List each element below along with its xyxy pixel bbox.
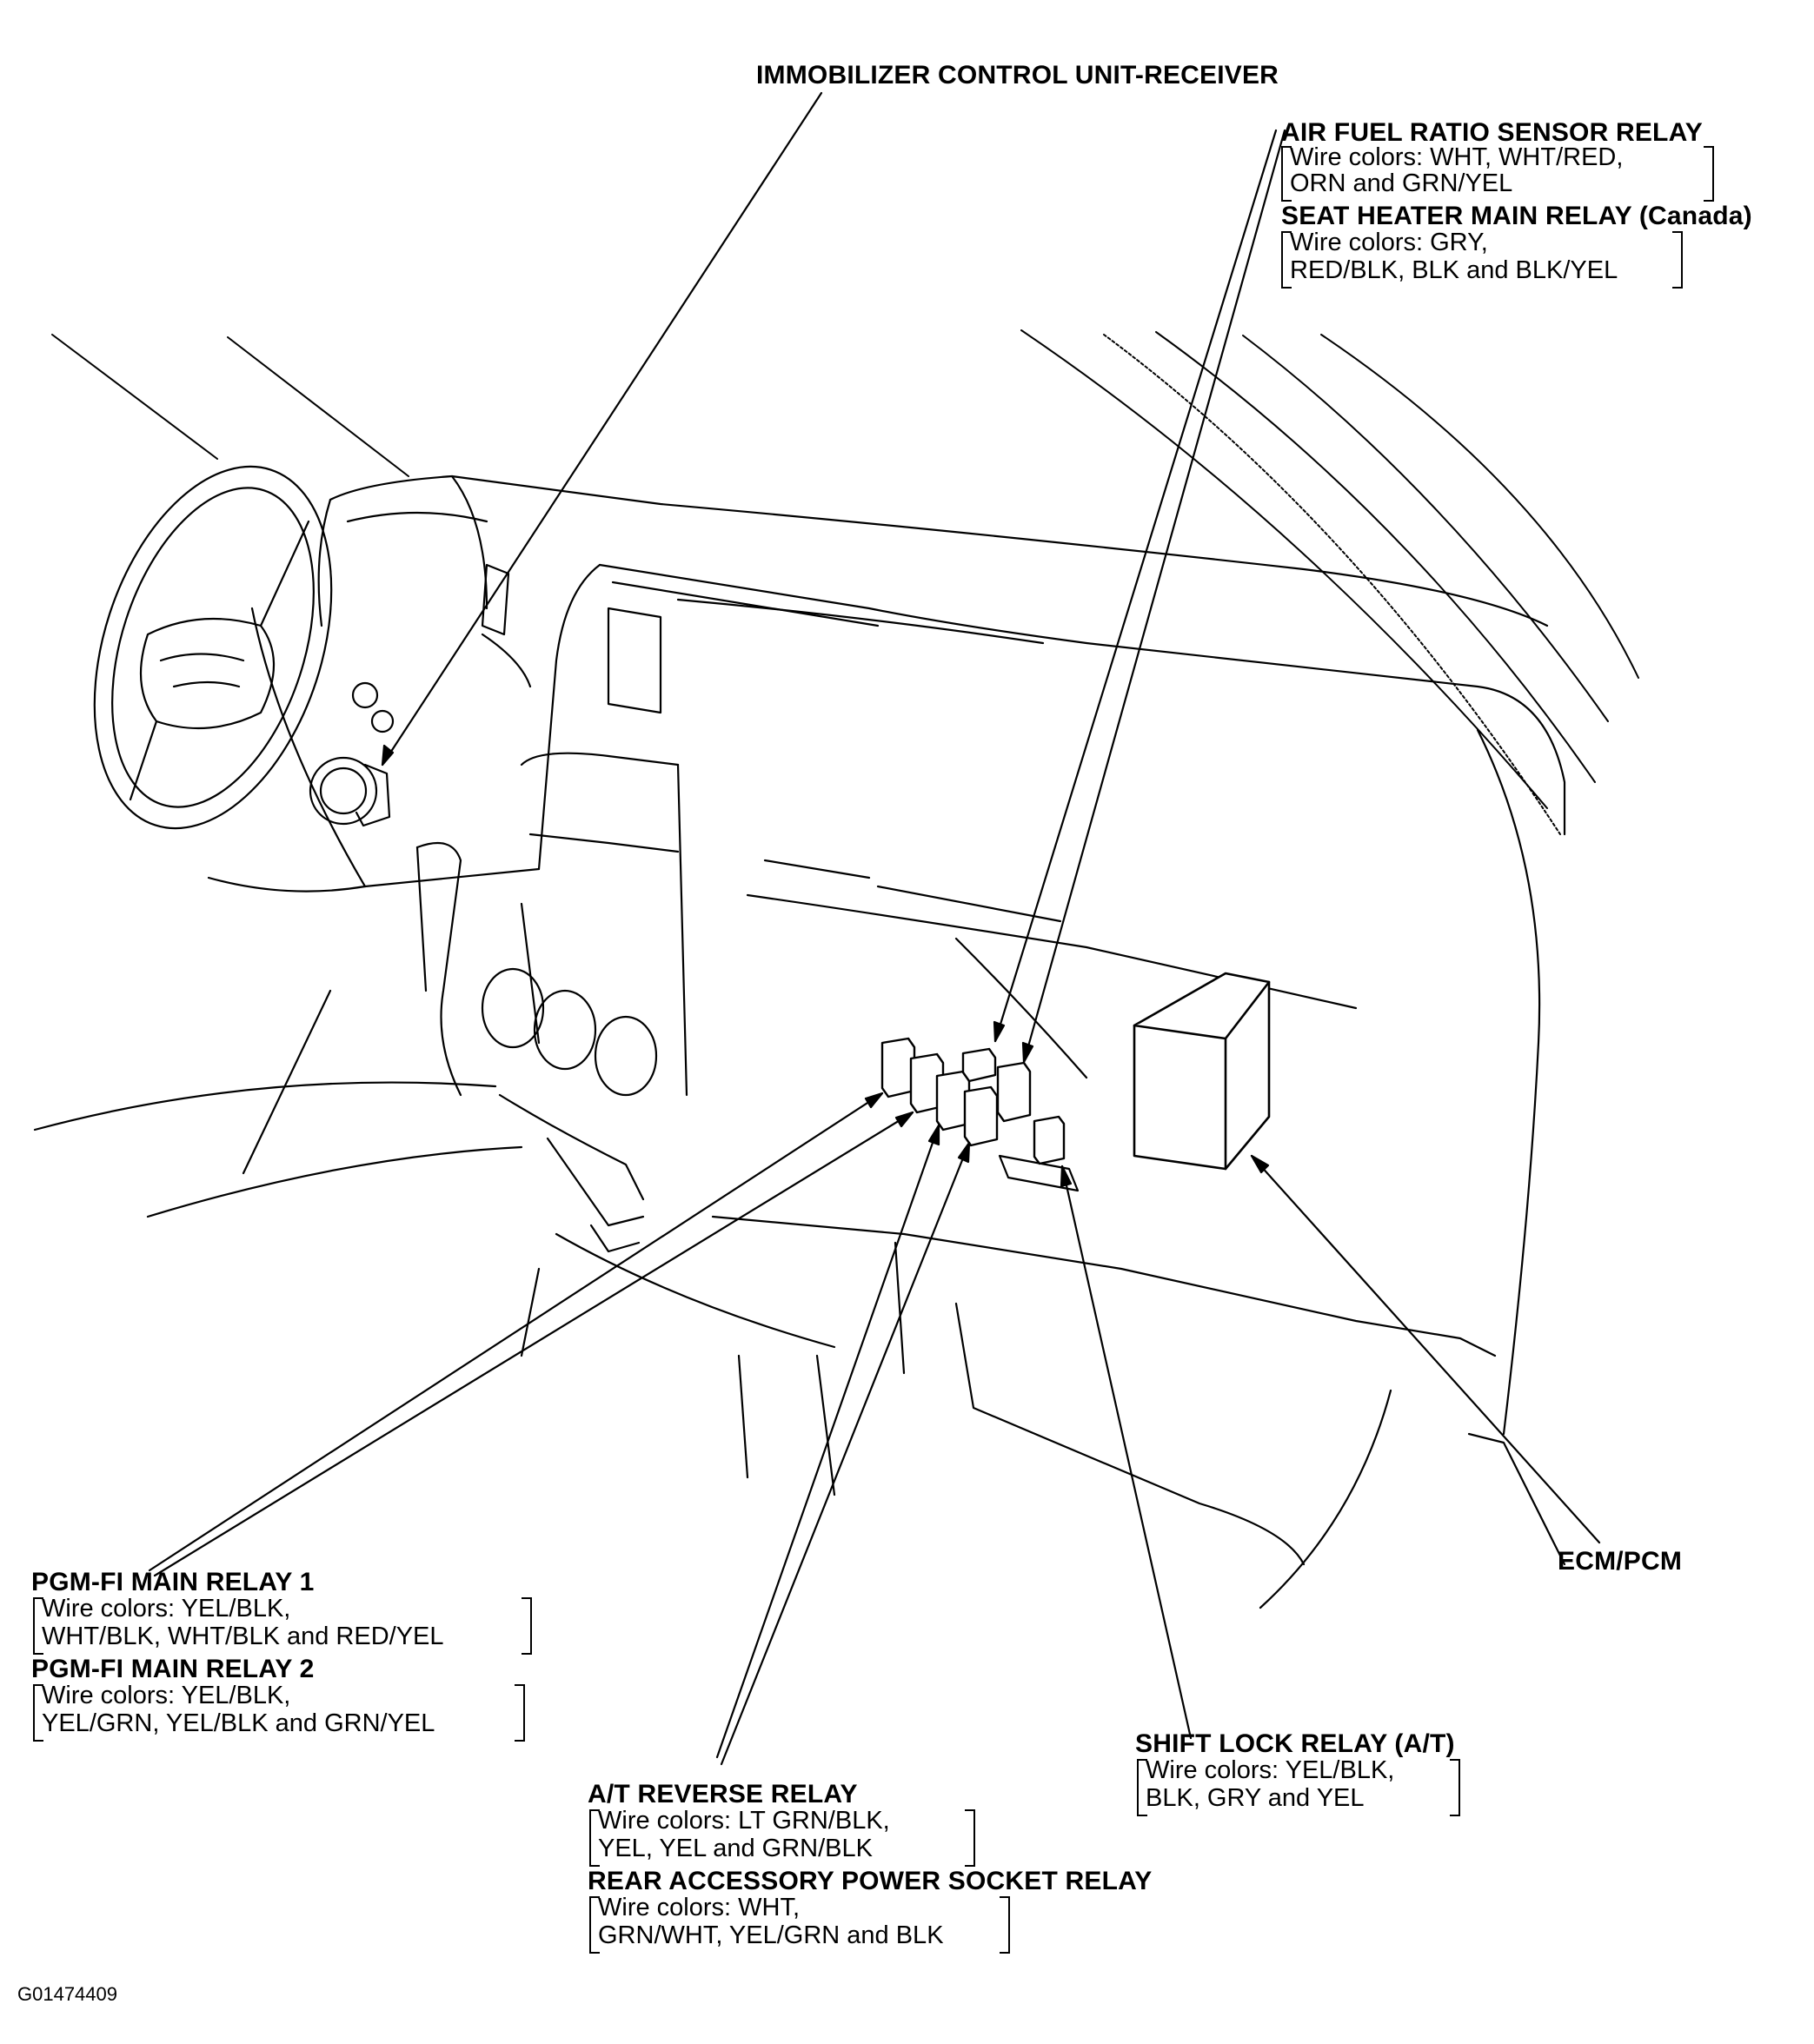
shift-lock-relay-title: SHIFT LOCK RELAY (A/T) <box>1135 1729 1455 1758</box>
rear-accessory-relay-title: REAR ACCESSORY POWER SOCKET RELAY <box>588 1867 1153 1895</box>
bracket-right <box>522 1597 532 1655</box>
at-reverse-wire-line-2: YEL, YEL and GRN/BLK <box>598 1835 873 1862</box>
windshield-lines <box>51 329 1639 835</box>
relay-pgm1 <box>880 1037 916 1098</box>
pgm-fi-relay-1-wire-line-2: WHT/BLK, WHT/BLK and RED/YEL <box>42 1623 444 1650</box>
pgm-fi-relay-2-title: PGM-FI MAIN RELAY 2 <box>31 1655 315 1683</box>
relay-cluster <box>880 1037 1066 1165</box>
bracket-right <box>965 1809 975 1867</box>
bracket-right <box>1000 1896 1010 1954</box>
air-fuel-wire-line-1: Wire colors: WHT, WHT/RED, <box>1290 143 1624 171</box>
rear-accessory-wire-line-1: Wire colors: WHT, <box>598 1894 800 1921</box>
at-reverse-wire-line-1: Wire colors: LT GRN/BLK, <box>598 1807 890 1835</box>
figure-code: G01474409 <box>17 1983 117 2005</box>
bracket-left <box>1281 231 1292 289</box>
pgm-fi-relay-2-wire-line-1: Wire colors: YEL/BLK, <box>42 1682 291 1709</box>
rear-accessory-wire-line-2: GRN/WHT, YEL/GRN and BLK <box>598 1921 944 1949</box>
bracket-left <box>1137 1759 1147 1816</box>
ecm-pcm-box <box>1133 972 1271 1171</box>
pgm-fi-relay-2-wire-line-2: YEL/GRN, YEL/BLK and GRN/YEL <box>42 1709 435 1737</box>
shift-lock-wire-line-2: BLK, GRY and YEL <box>1146 1784 1365 1812</box>
leader-lines <box>148 91 1601 1766</box>
relay-seat-heater <box>996 1061 1032 1123</box>
dashboard-body <box>33 474 1566 1609</box>
pgm-fi-relay-1-title: PGM-FI MAIN RELAY 1 <box>31 1568 315 1596</box>
bracket-right <box>1672 231 1683 289</box>
relay-shift-lock <box>1033 1115 1066 1165</box>
air-fuel-relay-title: AIR FUEL RATIO SENSOR RELAY <box>1281 118 1703 147</box>
ignition-switch <box>309 563 532 1097</box>
bracket-right <box>515 1684 525 1742</box>
bracket-left <box>33 1597 43 1655</box>
relay-rear-accessory <box>963 1085 999 1147</box>
bracket-right <box>1450 1759 1460 1816</box>
bracket-left <box>589 1896 600 1954</box>
bracket-left <box>589 1809 600 1867</box>
ecm-pcm-label: ECM/PCM <box>1558 1547 1683 1576</box>
bracket-left <box>33 1684 43 1742</box>
seat-heater-wire-line-1: Wire colors: GRY, <box>1290 229 1488 256</box>
immobilizer-label: IMMOBILIZER CONTROL UNIT-RECEIVER <box>756 61 1279 90</box>
shift-lock-wire-line-1: Wire colors: YEL/BLK, <box>1146 1756 1395 1784</box>
seat-heater-relay-title: SEAT HEATER MAIN RELAY (Canada) <box>1281 202 1752 230</box>
bracket-left <box>1281 146 1292 202</box>
at-reverse-relay-title: A/T REVERSE RELAY <box>588 1780 858 1808</box>
relay-air-fuel <box>961 1047 997 1083</box>
seat-heater-wire-line-2: RED/BLK, BLK and BLK/YEL <box>1290 256 1618 284</box>
air-fuel-wire-line-2: ORN and GRN/YEL <box>1290 169 1513 197</box>
steering-wheel <box>93 465 333 830</box>
pgm-fi-relay-1-wire-line-1: Wire colors: YEL/BLK, <box>42 1595 291 1623</box>
bracket-right <box>1704 146 1714 202</box>
